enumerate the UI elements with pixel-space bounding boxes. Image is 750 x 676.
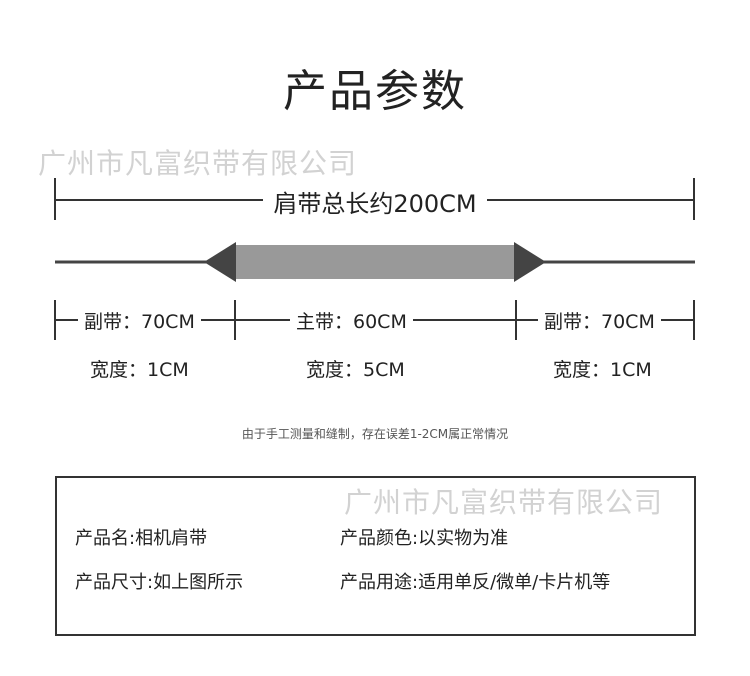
left-arrow-head: [204, 242, 236, 282]
product-size: 产品尺寸:如上图所示: [75, 572, 244, 593]
right-width-label: 宽度：1CM: [553, 359, 652, 381]
product-info-box: [55, 476, 696, 636]
product-name: 产品名:相机肩带: [75, 528, 208, 549]
right-arrow-head: [514, 242, 546, 282]
left-segment-label: 副带：70CM: [78, 307, 201, 334]
product-usage: 产品用途:适用单反/微单/卡片机等: [340, 572, 611, 593]
page-title: 产品参数: [283, 66, 467, 117]
middle-width-label: 宽度：5CM: [306, 359, 405, 381]
middle-segment-label: 主带：60CM: [290, 307, 413, 334]
right-segment-label: 副带：70CM: [538, 307, 661, 334]
strap-diagram: [55, 242, 695, 282]
watermark: 广州市凡富织带有限公司: [344, 486, 664, 519]
product-color: 产品颜色:以实物为准: [340, 528, 509, 549]
left-width-label: 宽度：1CM: [90, 359, 189, 381]
total-length-label: 肩带总长约200CM: [0, 184, 750, 219]
main-strap-band: [234, 245, 516, 279]
watermark: 广州市凡富织带有限公司: [38, 147, 358, 180]
measurement-note: 由于手工测量和缝制，存在误差1-2CM属正常情况: [241, 427, 509, 441]
